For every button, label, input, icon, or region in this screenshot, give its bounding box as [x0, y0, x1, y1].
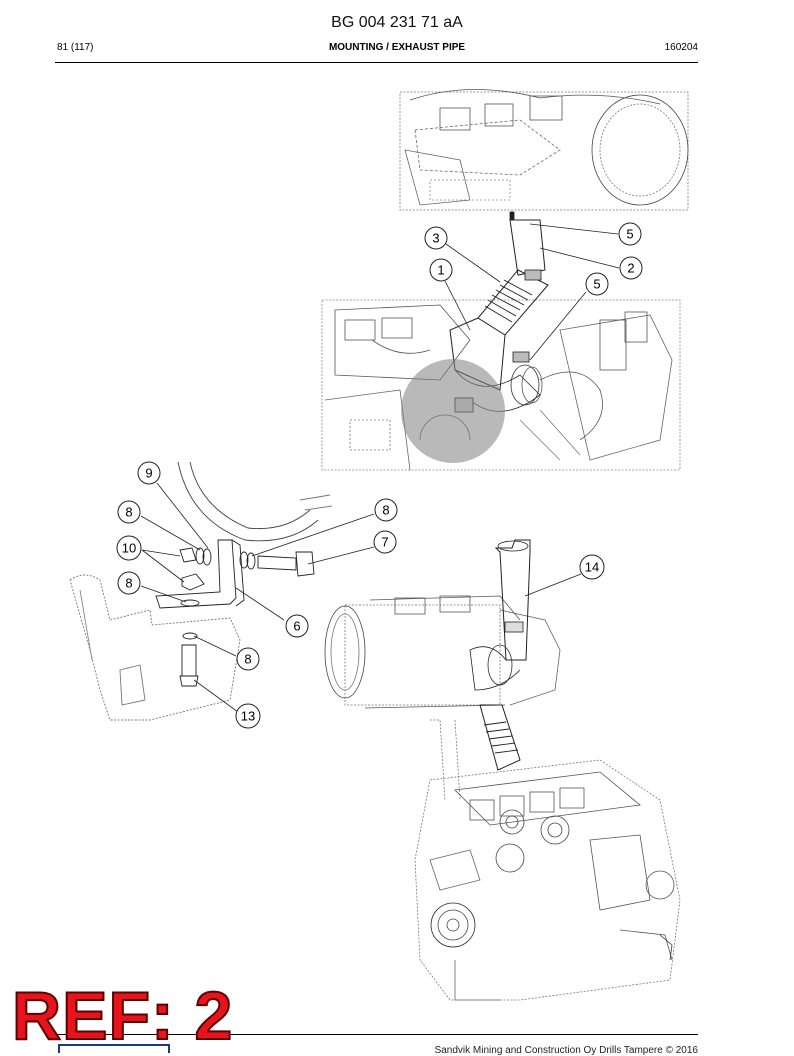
callout-number: 8	[244, 652, 251, 667]
callout-2: 2	[619, 256, 643, 280]
callout-number: 1	[437, 263, 444, 278]
callout-number: 10	[122, 541, 136, 556]
top-engine-illustration	[321, 89, 689, 471]
copyright-text: Sandvik Mining and Construction Oy Drill…	[434, 1045, 698, 1056]
page-count: 81 (117)	[57, 42, 94, 53]
document-date: 160204	[664, 42, 698, 53]
callout-number: 6	[293, 619, 300, 634]
callout-7: 7	[373, 530, 397, 554]
highlight-circle	[401, 359, 505, 463]
callout-5-lower: 5	[585, 272, 609, 296]
callout-number: 9	[145, 466, 152, 481]
callout-number: 3	[432, 231, 439, 246]
callout-8-upper-left: 8	[117, 500, 141, 524]
callout-number: 13	[241, 709, 255, 724]
document-number: BG 004 231 71 aA	[331, 14, 463, 31]
callout-5-top: 5	[618, 222, 642, 246]
callout-3: 3	[424, 226, 448, 250]
callout-number: 5	[626, 227, 633, 242]
callout-number: 2	[627, 261, 634, 276]
brand-logo	[58, 1044, 170, 1053]
callout-8-lower-left: 8	[117, 571, 141, 595]
callout-number: 8	[382, 503, 389, 518]
callout-14: 14	[579, 554, 605, 580]
callout-8-right: 8	[374, 498, 398, 522]
header-rule	[55, 62, 698, 63]
callout-10: 10	[116, 535, 142, 561]
leader-lines	[140, 223, 620, 713]
callout-8-bottom: 8	[236, 647, 260, 671]
callout-1: 1	[429, 258, 453, 282]
footer-rule	[55, 1034, 698, 1035]
bracket-exploded-illustration	[69, 461, 333, 721]
callout-9: 9	[137, 461, 161, 485]
reference-stamp: REF: 2	[11, 978, 234, 1054]
callout-number: 14	[585, 560, 599, 575]
section-title: MOUNTING / EXHAUST PIPE	[328, 42, 466, 53]
callout-number: 7	[381, 535, 388, 550]
callout-13: 13	[235, 703, 261, 729]
callout-number: 5	[593, 277, 600, 292]
bottom-engine-illustration	[324, 539, 681, 1001]
callout-number: 8	[125, 576, 132, 591]
callout-6: 6	[285, 614, 309, 638]
callout-number: 8	[125, 505, 132, 520]
